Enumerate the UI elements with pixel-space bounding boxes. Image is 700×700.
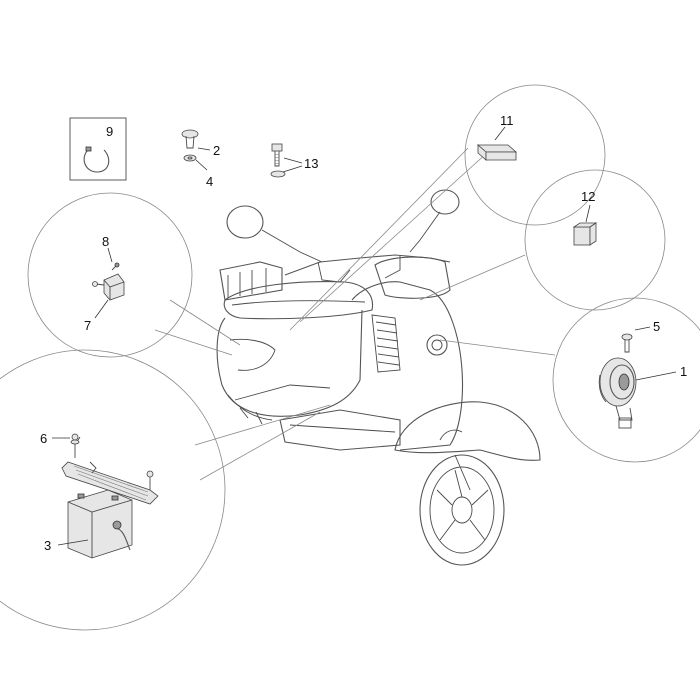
- label-12: 12: [581, 189, 595, 204]
- leg-shield: [351, 281, 463, 451]
- label-2: 2: [213, 143, 220, 158]
- detail-circle-12: [524, 169, 666, 311]
- parts-3-6-battery: [61, 433, 159, 559]
- parts-2-4-screw-washer: [181, 129, 199, 162]
- label-13: 13: [304, 156, 318, 171]
- parts-1-5-horn: [598, 333, 637, 429]
- label-8: 8: [102, 234, 109, 249]
- part-numbers: 9 2 4 13 11 12 5 1 8 7 6 3: [40, 113, 687, 553]
- label-9: 9: [106, 124, 113, 139]
- label-3: 3: [44, 538, 51, 553]
- detail-circle-battery: [0, 349, 226, 631]
- front-wheel: [419, 454, 505, 566]
- part-9-clip: [69, 117, 127, 181]
- part-12-relay: [572, 222, 598, 246]
- part-11-block: [476, 144, 518, 161]
- label-6: 6: [40, 431, 47, 446]
- label-11: 11: [500, 113, 514, 128]
- label-1: 1: [680, 364, 687, 379]
- number-leaders: [57, 126, 677, 546]
- label-7: 7: [84, 318, 91, 333]
- parts-7-8-relay: [92, 262, 125, 301]
- detail-circle-horn: [552, 297, 700, 463]
- front-fender: [394, 401, 541, 461]
- left-mirror: [226, 205, 264, 239]
- part-13-bolt: [270, 143, 286, 178]
- rear-body: [216, 309, 363, 417]
- callout-leaders: [154, 147, 556, 481]
- rear-rack: [219, 261, 283, 301]
- seat: [223, 281, 374, 320]
- right-mirror: [430, 189, 460, 215]
- label-4: 4: [206, 174, 213, 189]
- label-5: 5: [653, 319, 660, 334]
- horn-grille: [426, 334, 448, 356]
- detail-circles: [0, 84, 700, 631]
- floorboard: [279, 409, 401, 451]
- detail-circle-11: [464, 84, 606, 226]
- scooter-outline: [216, 189, 541, 566]
- detail-circle-relay: [27, 192, 193, 358]
